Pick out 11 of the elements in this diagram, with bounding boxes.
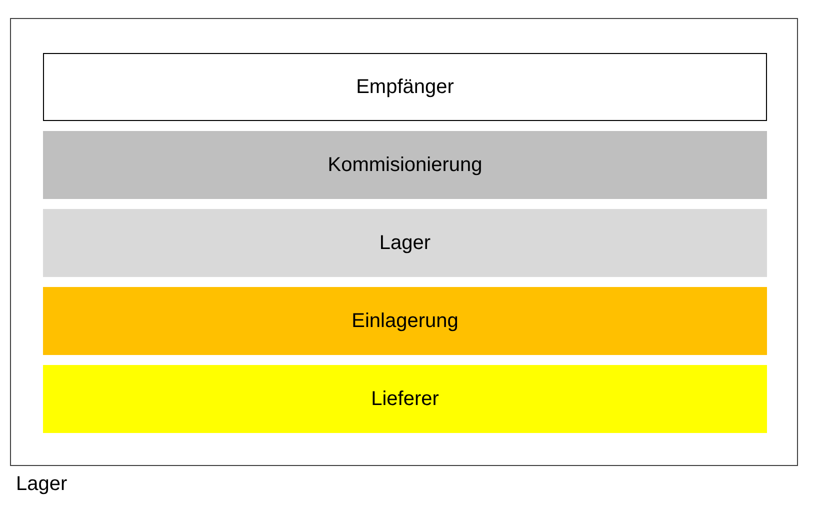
- layer-band: [43, 131, 767, 199]
- layer-band: [43, 209, 767, 277]
- layer-band: [43, 365, 767, 433]
- layer-label: Lieferer: [371, 387, 439, 411]
- layer-label: Empfänger: [356, 75, 454, 99]
- layer-label: Lager: [379, 231, 431, 255]
- layer-band: [43, 287, 767, 355]
- frame-heading: Lager: [16, 472, 68, 496]
- layer-band: [43, 53, 767, 121]
- layer-label: Kommisionierung: [328, 153, 482, 177]
- layer-label: Einlagerung: [352, 309, 458, 333]
